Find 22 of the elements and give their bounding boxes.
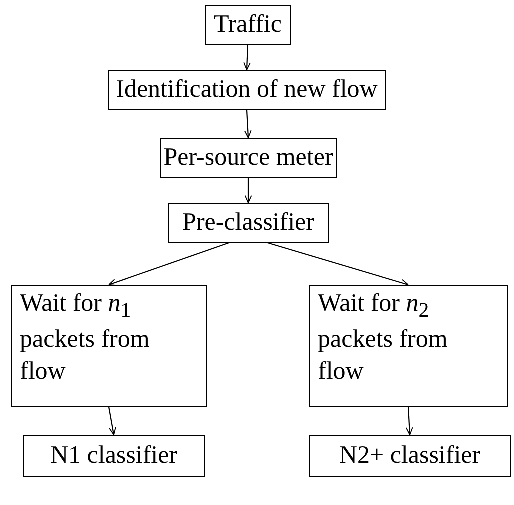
box-label: N2+ classifier: [339, 441, 481, 471]
box-label: Wait for n$_{1}$ packets from flow: [20, 289, 151, 387]
process-box: [309, 285, 508, 407]
process-box: [205, 5, 291, 45]
arrow: [244, 110, 252, 138]
arrow: [268, 242, 409, 286]
arrow: [244, 44, 251, 70]
process-box: [108, 70, 386, 110]
box-label: Per-source meter: [164, 143, 334, 173]
box-label: Pre-classifier: [182, 208, 314, 238]
box-label: Identification of new flow: [116, 75, 378, 105]
process-box: [23, 435, 205, 477]
box-label: Wait for n$_{2}$ packets from flow: [318, 289, 449, 387]
box-label: N1 classifier: [50, 441, 178, 471]
process-box: [309, 435, 511, 477]
arrow: [108, 406, 116, 436]
box-label: Traffic: [214, 10, 282, 40]
process-box: [11, 285, 207, 407]
process-box: [168, 203, 329, 243]
arrow: [108, 242, 230, 286]
arrow: [406, 406, 414, 436]
arrow: [244, 178, 252, 204]
